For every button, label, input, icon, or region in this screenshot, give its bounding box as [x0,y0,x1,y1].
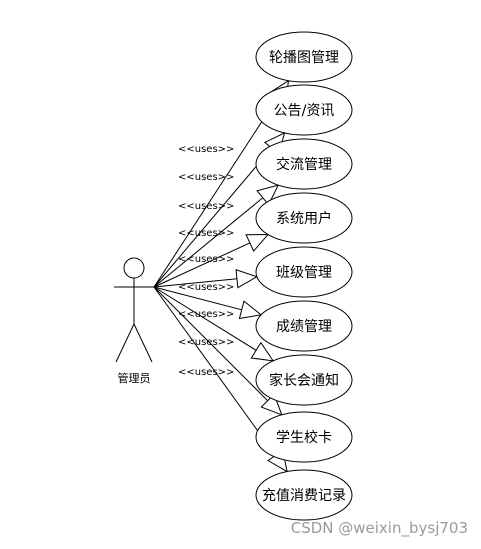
use-case-ellipse-parent-notice [255,354,353,406]
use-case-ellipse-class [255,246,353,298]
connector-line-class [153,278,238,288]
uses-label-grade: <<uses>> [178,282,234,293]
actor-head [123,257,145,279]
use-case-label-notice: 公告/资讯 [274,103,335,119]
use-case-ellipse-grade [255,300,353,352]
connector-line-grade [153,286,242,311]
watermark: CSDN @weixin_bysj703 [291,519,468,538]
uses-label-notice: <<uses>> [178,172,234,183]
use-case-label-carousel: 轮播图管理 [269,50,339,66]
uses-labels-layer: <<uses>> <<uses>> <<uses>> <<uses>> <<uses>>… [178,144,234,378]
arrowhead-class [235,269,259,289]
uses-label-recharge: <<uses>> [178,367,234,378]
use-case-ellipse-carousel [255,31,353,83]
actor-left-leg [115,323,135,363]
connectors-layer [153,79,290,473]
connector-line-notice [153,147,273,288]
actor-label: 管理员 [118,371,151,385]
uses-label-class: <<uses>> [178,254,234,265]
use-case-ellipse-exchange [255,138,353,190]
uses-label-carousel: <<uses>> [178,144,234,155]
use-case-label-student-card: 学生校卡 [276,429,332,446]
use-case-ellipse-student-card [255,411,353,463]
use-case-ellipse-recharge [255,469,353,521]
use-cases-layer: 轮播图管理公告/资讯交流管理系统用户班级管理成绩管理家长会通知学生校卡充值消费记… [255,31,353,521]
uses-label-student-card: <<uses>> [178,337,234,348]
uses-label-system-user: <<uses>> [178,228,234,239]
connector-line-parent-notice [153,286,257,351]
actor-right-leg [133,323,153,363]
use-case-ellipse-system-user [255,192,353,244]
connector-line-system-user [153,242,251,288]
connector-line-carousel [153,97,279,288]
uses-label-parent-notice: <<uses>> [178,309,234,320]
use-case-label-parent-notice: 家长会通知 [269,372,339,389]
arrowhead-parent-notice [250,341,275,362]
use-case-label-exchange: 交流管理 [276,156,332,173]
arrowhead-student-card [260,393,283,416]
uses-label-exchange: <<uses>> [178,201,234,212]
use-case-ellipse-notice [255,84,353,136]
use-case-label-recharge: 充值消费记录 [262,488,346,504]
arrowhead-exchange [256,184,280,206]
arrowhead-grade [238,300,263,320]
use-case-label-system-user: 系统用户 [276,210,332,227]
actor-figure [114,257,154,363]
connector-line-recharge [153,286,276,456]
use-case-label-grade: 成绩管理 [276,319,332,335]
connector-line-exchange [153,197,264,288]
arrowhead-system-user [245,234,270,252]
connector-line-student-card [153,286,269,402]
use-case-label-class: 班级管理 [276,265,332,281]
